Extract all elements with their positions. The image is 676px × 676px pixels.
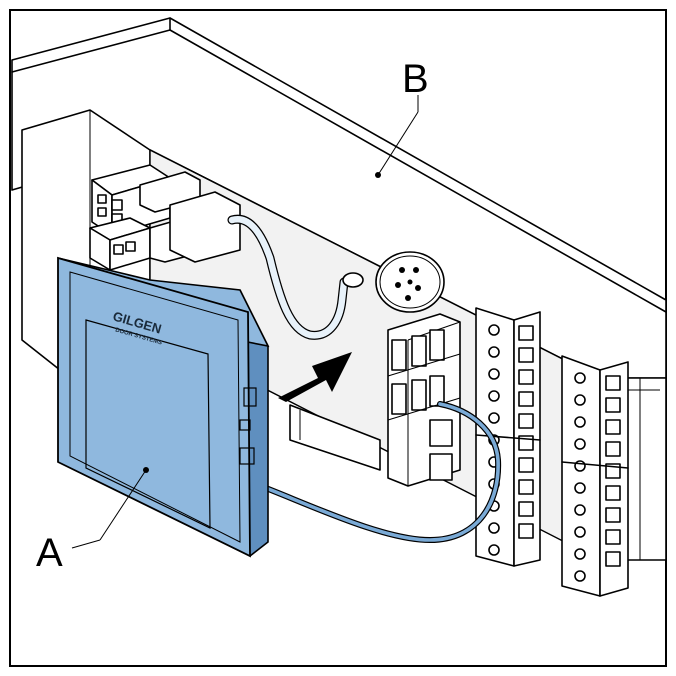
wire-loop: [227, 214, 364, 340]
terminal-strip-2: [561, 355, 629, 597]
display-module: GILGEN DOOR SYSTEMS: [57, 256, 502, 558]
molex-connector-upper: [91, 164, 201, 236]
terminal-strip-1: [475, 307, 541, 567]
connector-stack-center: [387, 313, 461, 487]
callout-b: B: [375, 57, 429, 178]
terminal-screws-2: [574, 372, 621, 582]
callout-a-label: A: [36, 531, 63, 575]
callout-a: A: [36, 467, 149, 575]
callout-b-label: B: [402, 57, 429, 101]
molex-connector-lower: [89, 191, 241, 271]
insert-direction-arrow: [278, 352, 352, 402]
display-screen: [85, 319, 211, 529]
buzzer-disc: [375, 251, 445, 313]
